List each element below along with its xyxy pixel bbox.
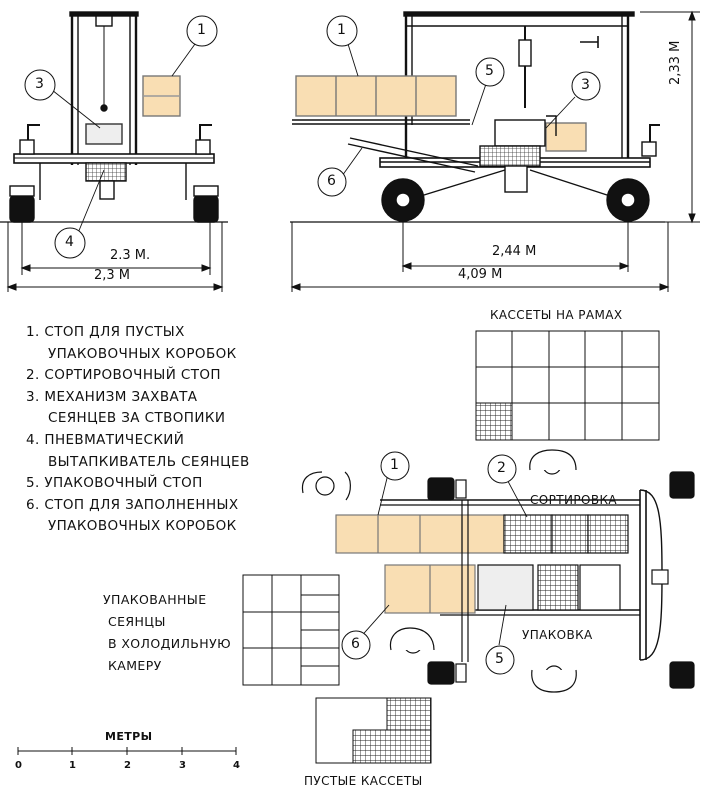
front-view — [0, 11, 228, 223]
callout-6-plan: 6 — [351, 636, 360, 652]
callout-2-plan: 2 — [497, 460, 506, 476]
callout-5-side: 5 — [485, 63, 494, 79]
plan-view — [335, 471, 695, 689]
callout-5-plan: 5 — [495, 651, 504, 667]
scale-tick-1: 1 — [69, 760, 76, 771]
dimension-side-outer: 4,09 М — [458, 267, 503, 282]
callout-1-front: 1 — [197, 22, 206, 38]
callout-3-front: 3 — [35, 76, 44, 92]
worker-figure-2 — [529, 449, 577, 475]
scale-tick-2: 2 — [124, 760, 131, 771]
legend-item-4: 4. ПНЕВМАТИЧЕСКИЙ — [26, 431, 185, 448]
front-dimension-lines — [6, 222, 224, 292]
cassettes-caption: КАССЕТЫ НА РАМАХ — [490, 308, 623, 322]
dimension-height: 2,33 М — [668, 40, 683, 85]
scale-title: МЕТРЫ — [105, 730, 153, 743]
callout-6-side: 6 — [327, 173, 336, 189]
empty-cassettes-grid — [315, 697, 432, 764]
legend-item-3: 3. МЕХАНИЗМ ЗАХВАТА — [26, 388, 198, 405]
legend-item-6-cont: УПАКОВОЧНЫХ КОРОБОК — [48, 518, 237, 535]
worker-figure-3 — [389, 627, 435, 654]
packed-grid — [242, 574, 340, 686]
legend-item-5: 5. УПАКОВОЧНЫЙ СТОП — [26, 475, 203, 492]
worker-figure-1 — [301, 471, 351, 501]
callout-3-side: 3 — [581, 77, 590, 93]
legend-item-2: 2. СОРТИРОВОЧНЫЙ СТОП — [26, 367, 221, 384]
dimension-front-inner: 2.3 М. — [110, 248, 151, 263]
legend-item-6: 6. СТОП ДЛЯ ЗАПОЛНЕННЫХ — [26, 496, 239, 513]
dimension-side-inner: 2,44 М — [492, 244, 537, 259]
sorting-caption: СОРТИРОВКА — [530, 493, 618, 507]
empty-cassettes-caption: ПУСТЫЕ КАССЕТЫ — [304, 774, 423, 788]
worker-figure-4 — [531, 665, 577, 693]
callout-1-plan: 1 — [390, 457, 399, 473]
side-dimension-lines — [290, 10, 700, 292]
callout-1-side: 1 — [337, 22, 346, 38]
legend-item-1: 1. СТОП ДЛЯ ПУСТЫХ — [26, 324, 185, 340]
worker-figures — [301, 449, 577, 693]
legend-item-4-cont: ВЫТАПКИВАТЕЛЬ СЕЯНЦЕВ — [48, 453, 250, 470]
side-view — [290, 11, 665, 223]
scale-tick-4: 4 — [233, 760, 240, 771]
scale-tick-3: 3 — [179, 760, 186, 771]
callout-bubbles — [24, 15, 601, 675]
dimension-front-outer: 2,3 М — [94, 268, 131, 283]
packing-caption: УПАКОВКА — [522, 628, 593, 642]
legend: 1. СТОП ДЛЯ ПУСТЫХ УПАКОВОЧНЫХ КОРОБОК 2… — [26, 322, 250, 538]
scale-bar — [17, 747, 237, 755]
cassettes-grid — [475, 330, 660, 441]
legend-item-3-cont: СЕЯНЦЕВ ЗА СТВОПИКИ — [48, 410, 226, 427]
scale-tick-0: 0 — [15, 760, 22, 771]
packed-caption: УПАКОВАННЫЕ СЕЯНЦЫ В ХОЛОДИЛЬНУЮ КАМЕРУ — [103, 592, 231, 673]
callout-4-front: 4 — [65, 234, 74, 250]
legend-item-1-cont: УПАКОВОЧНЫХ КОРОБОК — [48, 345, 237, 362]
